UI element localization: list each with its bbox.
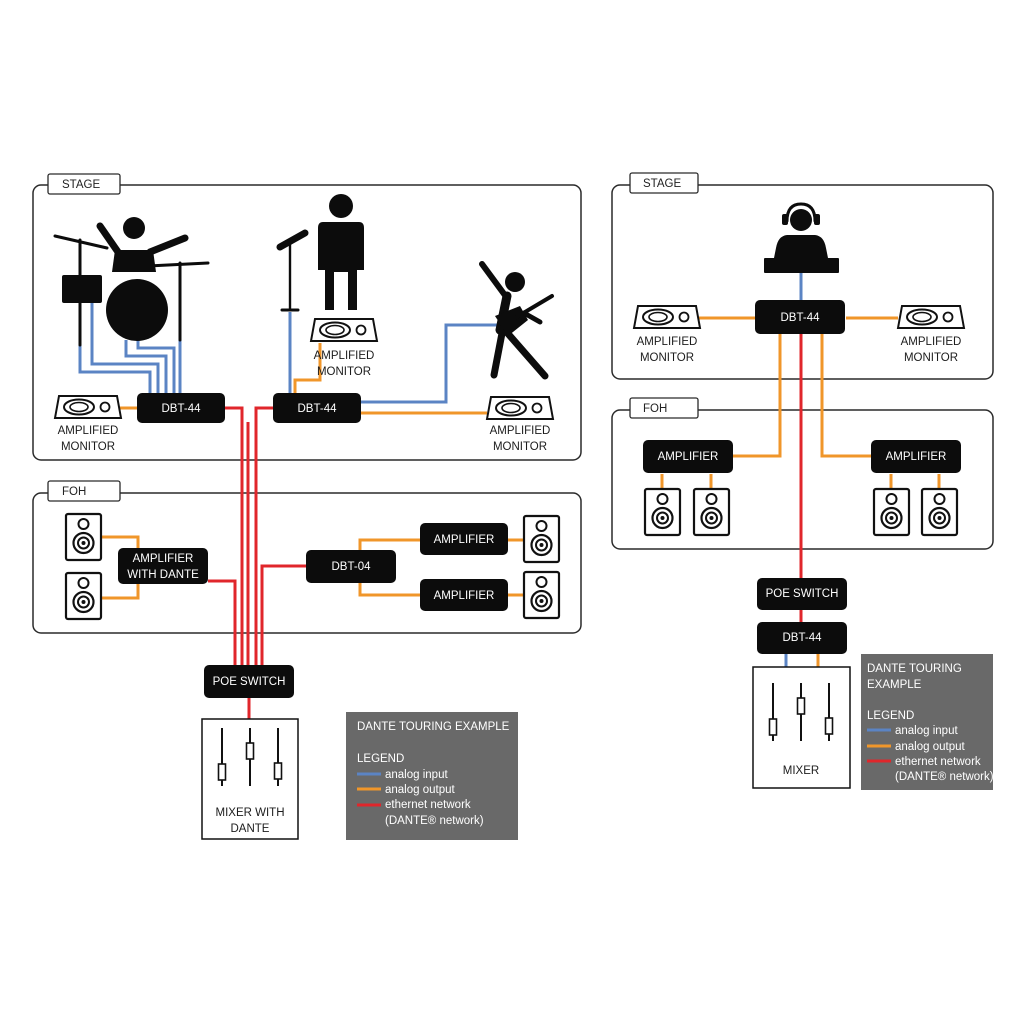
left-legend: DANTE TOURING EXAMPLE LEGEND analog inpu… bbox=[346, 712, 518, 840]
right-foh-speaker-3-icon bbox=[872, 487, 911, 537]
guitarist-icon bbox=[479, 261, 554, 380]
dj-dbt44-label: DBT-44 bbox=[781, 312, 821, 324]
left-poe-switch-label: POE SWITCH bbox=[213, 676, 286, 688]
foh-speaker-bottom-icon bbox=[64, 571, 103, 621]
amplifier-with-dante-device: AMPLIFIER WITH DANTE bbox=[118, 548, 208, 584]
right-poe-switch-label: POE SWITCH bbox=[766, 588, 839, 600]
dj-left-monitor-label-2: MONITOR bbox=[640, 352, 694, 364]
amplifier-top-device: AMPLIFIER bbox=[420, 523, 508, 555]
right-dbt44-foh-label: DBT-44 bbox=[783, 632, 823, 644]
mixer-with-dante-label-2: DANTE bbox=[231, 823, 270, 835]
mixer-with-dante: MIXER WITH DANTE bbox=[201, 718, 299, 840]
right-legend-analog-input: analog input bbox=[895, 725, 958, 737]
amplifier-bottom-device: AMPLIFIER bbox=[420, 579, 508, 611]
foh-right-speaker-top-icon bbox=[522, 514, 561, 564]
foh-right-speaker-bottom-icon bbox=[522, 570, 561, 620]
dbt44-drums-device: DBT-44 bbox=[137, 393, 225, 423]
dj-icon bbox=[764, 202, 839, 273]
left-ethernet-wires bbox=[208, 406, 306, 720]
amplifier-bottom-label: AMPLIFIER bbox=[434, 590, 495, 602]
right-poe-switch-device: POE SWITCH bbox=[757, 578, 847, 610]
right-amplifier-left-device: AMPLIFIER bbox=[643, 440, 733, 473]
foh-speaker-top-icon bbox=[64, 512, 103, 562]
left-legend-ethernet: ethernet network bbox=[385, 799, 471, 811]
left-legend-analog-input: analog input bbox=[385, 769, 448, 781]
right-legend-ethernet-sub: (DANTE® network) bbox=[895, 771, 994, 783]
left-foh-tab-label: FOH bbox=[62, 486, 86, 498]
dbt44-drums-label: DBT-44 bbox=[162, 403, 202, 415]
left-legend-analog-output: analog output bbox=[385, 784, 456, 796]
right-legend-heading: LEGEND bbox=[867, 710, 914, 722]
right-legend-title-2: EXAMPLE bbox=[867, 679, 922, 691]
left-legend-title: DANTE TOURING EXAMPLE bbox=[357, 721, 510, 733]
dj-right-monitor-label-2: MONITOR bbox=[904, 352, 958, 364]
right-legend-title-1: DANTE TOURING bbox=[867, 663, 962, 675]
right-monitor-wedge-icon bbox=[486, 396, 554, 420]
dj-left-monitor-label-1: AMPLIFIED bbox=[637, 336, 698, 348]
singer-monitor-wedge-icon bbox=[310, 318, 378, 342]
right-mixer-label: MIXER bbox=[783, 765, 819, 777]
dj-right-monitor-label-1: AMPLIFIED bbox=[901, 336, 962, 348]
left-monitor-wedge-icon bbox=[54, 395, 122, 419]
dj-right-monitor-wedge-icon bbox=[897, 305, 965, 329]
right-foh-speaker-2-icon bbox=[692, 487, 731, 537]
amplifier-with-dante-label-1: AMPLIFIER bbox=[133, 553, 194, 565]
left-stage-tab-label: STAGE bbox=[62, 179, 100, 191]
dbt04-label: DBT-04 bbox=[332, 561, 372, 573]
left-analog-output-wires bbox=[100, 343, 523, 600]
right-foh-tab-label: FOH bbox=[643, 403, 667, 415]
left-legend-heading: LEGEND bbox=[357, 753, 404, 765]
singer-monitor-label-2: MONITOR bbox=[317, 366, 371, 378]
singer-monitor-label-1: AMPLIFIED bbox=[314, 350, 375, 362]
right-legend-ethernet: ethernet network bbox=[895, 756, 981, 768]
right-amplifier-right-label: AMPLIFIER bbox=[886, 451, 947, 463]
right-dbt44-foh-device: DBT-44 bbox=[757, 622, 847, 654]
right-wires bbox=[660, 272, 941, 668]
dbt44-vocal-label: DBT-44 bbox=[298, 403, 338, 415]
right-monitor-label-2: MONITOR bbox=[493, 441, 547, 453]
singer-icon bbox=[276, 194, 364, 312]
dbt44-vocal-device: DBT-44 bbox=[273, 393, 361, 423]
right-stage-tab-label: STAGE bbox=[643, 178, 681, 190]
left-stage-panel: STAGE bbox=[32, 173, 582, 461]
right-legend-analog-output: analog output bbox=[895, 741, 966, 753]
left-legend-ethernet-sub: (DANTE® network) bbox=[385, 815, 484, 827]
right-amplifier-right-device: AMPLIFIER bbox=[871, 440, 961, 473]
right-foh-speaker-1-icon bbox=[643, 487, 682, 537]
right-legend: DANTE TOURING EXAMPLE LEGEND analog inpu… bbox=[861, 654, 994, 790]
right-mixer: MIXER bbox=[752, 666, 851, 789]
dbt04-device: DBT-04 bbox=[306, 550, 396, 583]
right-monitor-label-1: AMPLIFIED bbox=[490, 425, 551, 437]
dj-left-monitor-wedge-icon bbox=[633, 305, 701, 329]
right-foh-speaker-4-icon bbox=[920, 487, 959, 537]
left-monitor-label-1: AMPLIFIED bbox=[58, 425, 119, 437]
right-amplifier-left-label: AMPLIFIER bbox=[658, 451, 719, 463]
amplifier-with-dante-label-2: WITH DANTE bbox=[127, 569, 199, 581]
mixer-with-dante-label-1: MIXER WITH bbox=[216, 807, 285, 819]
left-poe-switch-device: POE SWITCH bbox=[204, 665, 294, 698]
drummer-icon bbox=[53, 217, 210, 347]
dj-dbt44-device: DBT-44 bbox=[755, 300, 845, 334]
amplifier-top-label: AMPLIFIER bbox=[434, 534, 495, 546]
left-monitor-label-2: MONITOR bbox=[61, 441, 115, 453]
